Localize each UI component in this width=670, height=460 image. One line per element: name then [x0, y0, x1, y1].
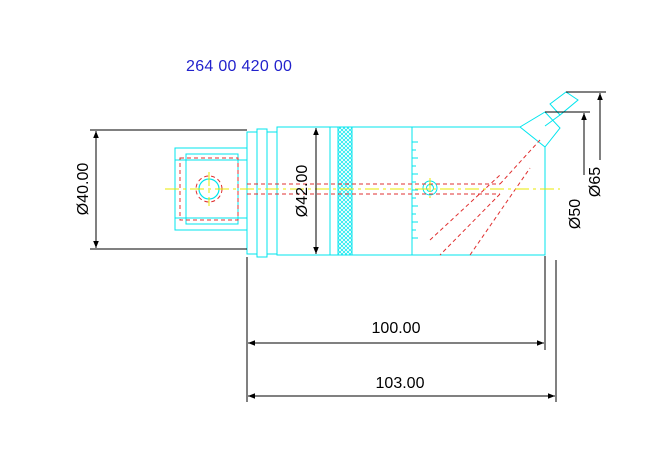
insert-pocket: [429, 139, 541, 256]
tool-outline: [174, 91, 579, 258]
part-number: 264 00 420 00: [186, 58, 293, 75]
scale-marks: [412, 141, 418, 239]
dim-bore-dia: Ø50: [567, 199, 584, 229]
dim-length-body: 100.00: [372, 320, 421, 337]
dim-body-dia: Ø42.00: [294, 165, 311, 218]
collet-bore: [179, 157, 239, 221]
knurled-ring: [337, 126, 353, 256]
main-body: [276, 126, 546, 256]
dim-shank-dia: Ø40.00: [75, 163, 92, 216]
flange-ring-2: [256, 128, 268, 258]
centerline: [165, 172, 560, 206]
dimensions: [90, 91, 606, 402]
flange-ring-3: [266, 131, 278, 255]
cutting-insert: [549, 91, 579, 116]
hidden-lines: [179, 139, 541, 256]
dim-outer-dia: Ø65: [587, 167, 604, 197]
insert-holder: [519, 111, 561, 148]
dim-length-total: 103.00: [376, 375, 425, 392]
flange-ring-1: [246, 131, 258, 255]
